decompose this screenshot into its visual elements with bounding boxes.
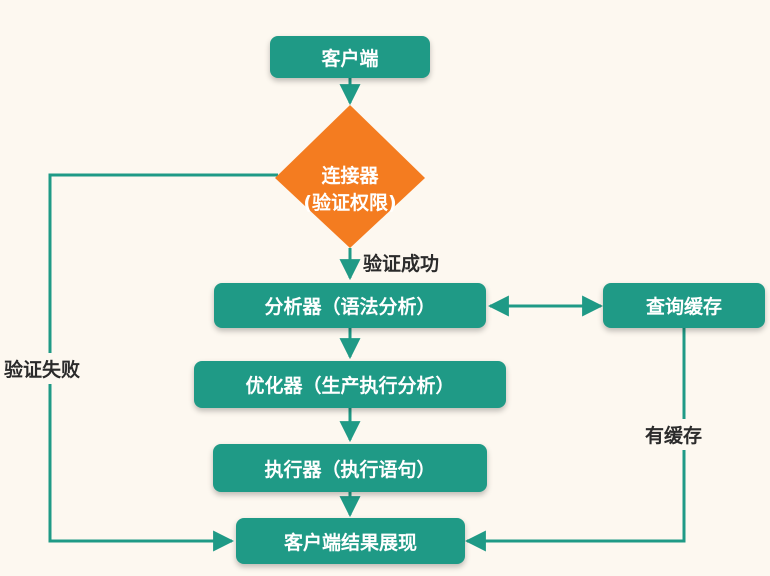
- edge-has-cache: [464, 328, 686, 552]
- analyzer-label: 分析器（语法分析）: [264, 296, 436, 318]
- executor-label: 执行器（执行语句）: [264, 458, 436, 481]
- analyzer-node: 分析器（语法分析）: [214, 283, 486, 328]
- connector-label-line2: (验证权限): [303, 192, 397, 214]
- client-label: 客户端: [321, 47, 379, 70]
- client-node: 客户端: [270, 36, 430, 78]
- cache-node: 查询缓存: [603, 283, 765, 328]
- optimizer-label: 优化器（生产执行分析）: [245, 375, 455, 397]
- connector-node: 连接器 (验证权限): [270, 140, 430, 240]
- result-label: 客户端结果展现: [283, 531, 417, 554]
- result-node: 客户端结果展现: [236, 518, 465, 564]
- cache-label: 查询缓存: [645, 296, 722, 318]
- executor-node: 执行器（执行语句）: [213, 444, 487, 492]
- optimizer-node: 优化器（生产执行分析）: [194, 361, 506, 408]
- auth-success-label: 验证成功: [363, 249, 440, 276]
- connector-label-line1: 连接器: [321, 165, 379, 187]
- has-cache-label: 有缓存: [645, 419, 703, 450]
- auth-fail-label: 验证失败: [4, 353, 81, 384]
- connector-diamond: [275, 105, 425, 248]
